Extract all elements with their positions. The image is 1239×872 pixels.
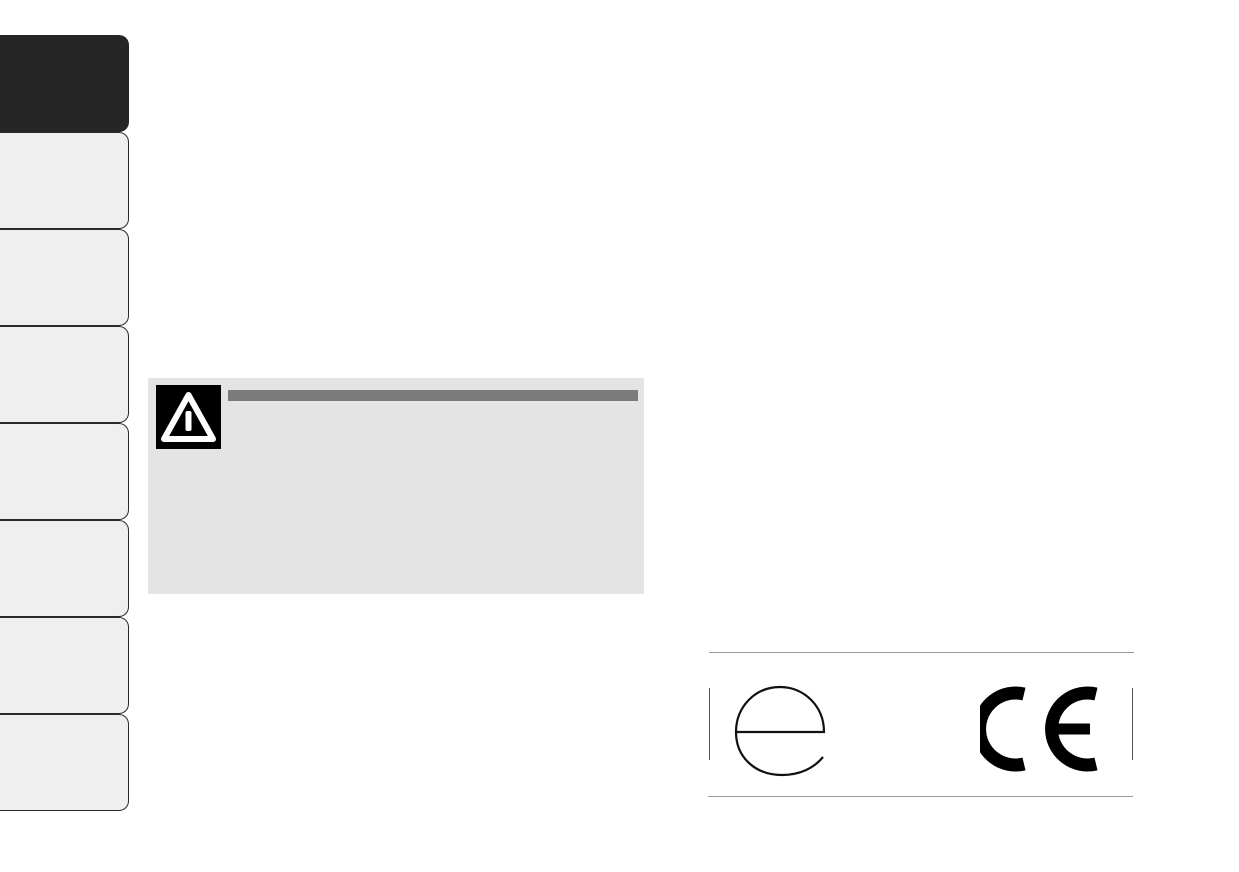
chapter-tab-1[interactable] bbox=[0, 35, 129, 132]
ce-mark bbox=[973, 686, 1100, 772]
chapter-tab-6[interactable] bbox=[0, 520, 129, 617]
chapter-tab-2[interactable] bbox=[0, 132, 129, 229]
divider bbox=[709, 688, 710, 760]
divider bbox=[708, 796, 1133, 797]
divider bbox=[709, 652, 1134, 653]
warning-triangle-icon bbox=[156, 385, 221, 449]
warning-heading-bar bbox=[228, 390, 638, 401]
warning-box bbox=[148, 378, 644, 594]
chapter-tab-strip bbox=[0, 35, 130, 811]
certification-panel bbox=[708, 652, 1134, 797]
divider bbox=[1132, 688, 1133, 760]
e-approval-mark bbox=[730, 682, 830, 780]
chapter-tab-8[interactable] bbox=[0, 714, 129, 811]
chapter-tab-3[interactable] bbox=[0, 229, 129, 326]
chapter-tab-5[interactable] bbox=[0, 423, 129, 520]
chapter-tab-4[interactable] bbox=[0, 326, 129, 423]
chapter-tab-7[interactable] bbox=[0, 617, 129, 714]
